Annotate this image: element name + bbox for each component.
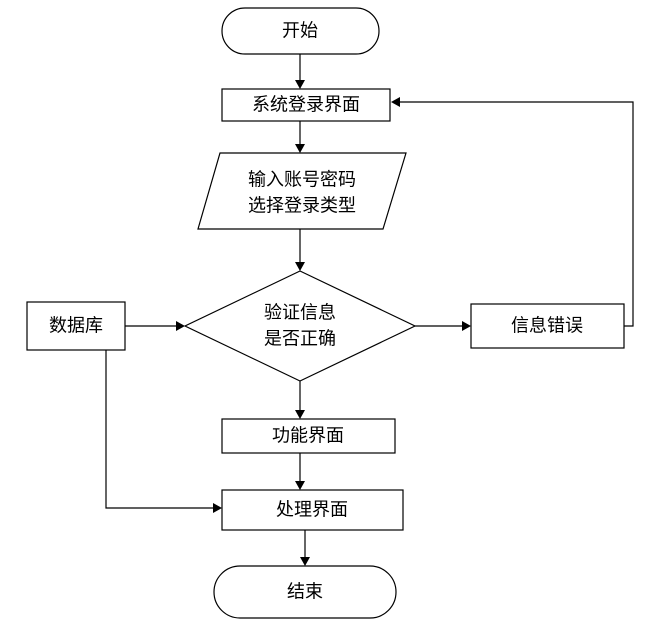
arrowhead: [295, 80, 305, 89]
node-end: 结束: [213, 565, 397, 619]
process-box: [470, 303, 625, 349]
arrowhead: [391, 97, 400, 107]
data-parallelogram: [197, 152, 407, 230]
node-function-ui-label: 功能界面: [272, 426, 344, 447]
node-process-ui-label: 处理界面: [276, 500, 348, 521]
node-process-ui: 处理界面: [221, 489, 404, 531]
arrowhead: [295, 481, 305, 490]
terminator-shape: [213, 565, 397, 619]
node-start: 开始: [221, 7, 380, 55]
node-verify-label-line2: 是否正确: [264, 329, 336, 350]
node-verify: 验证信息 是否正确: [183, 270, 417, 382]
node-info-error-label: 信息错误: [511, 316, 583, 337]
process-box: [26, 301, 126, 351]
arrowhead: [176, 321, 185, 331]
process-box: [221, 88, 391, 122]
node-database-label: 数据库: [49, 316, 103, 337]
node-info-error: 信息错误: [470, 303, 625, 349]
terminator-shape: [221, 7, 380, 55]
process-box: [221, 489, 404, 531]
arrowhead: [295, 410, 305, 419]
node-verify-label-line1: 验证信息: [264, 303, 336, 324]
arrowhead: [295, 144, 305, 153]
node-function-ui: 功能界面: [221, 418, 396, 454]
arrowhead: [295, 262, 305, 271]
node-login-ui-label: 系统登录界面: [252, 95, 360, 116]
node-start-label: 开始: [282, 21, 318, 42]
edge-error-loop-to-login: [400, 101, 634, 327]
node-input: 输入账号密码 选择登录类型: [197, 152, 407, 230]
decision-diamond: [183, 270, 417, 382]
edge-database-to-process: [105, 350, 213, 509]
arrowhead: [213, 503, 222, 513]
arrowhead: [462, 321, 471, 331]
node-database: 数据库: [26, 301, 126, 351]
node-login-ui: 系统登录界面: [221, 88, 391, 122]
process-box: [221, 418, 396, 454]
node-input-label-line2: 选择登录类型: [248, 196, 356, 217]
edges: [105, 54, 634, 566]
node-input-label-line1: 输入账号密码: [248, 170, 356, 191]
node-end-label: 结束: [287, 582, 323, 603]
arrowhead: [300, 557, 310, 566]
